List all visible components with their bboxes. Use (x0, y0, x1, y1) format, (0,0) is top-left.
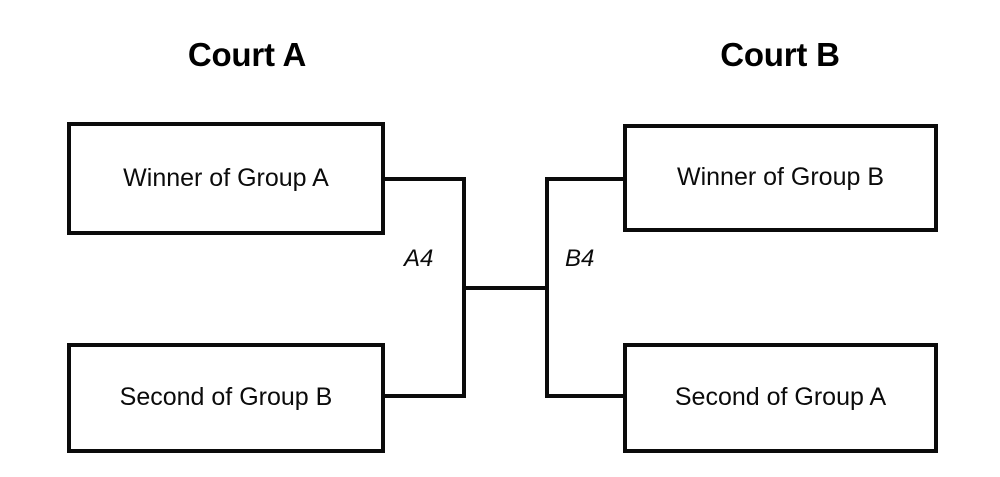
connector-court-a-bottom (385, 394, 466, 398)
court-a-title: Court A (187, 36, 307, 73)
connector-court-b-bottom (545, 394, 625, 398)
box-second-of-group-a-label: Second of Group A (674, 383, 887, 412)
box-winner-of-group-a-label: Winner of Group A (123, 163, 329, 192)
connector-court-b-top (545, 177, 625, 181)
connector-center-bridge (462, 286, 549, 290)
box-winner-of-group-a: Winner of Group A (67, 122, 385, 235)
court-b-title: Court B (720, 36, 840, 73)
connector-court-a-top (385, 177, 466, 181)
box-second-of-group-b: Second of Group B (67, 343, 385, 453)
box-second-of-group-a: Second of Group A (623, 343, 938, 453)
match-label-a4: A4 (404, 245, 434, 272)
box-winner-of-group-b-label: Winner of Group B (676, 163, 885, 192)
match-label-b4: B4 (565, 245, 595, 272)
box-winner-of-group-b: Winner of Group B (623, 124, 938, 232)
box-second-of-group-b-label: Second of Group B (119, 383, 333, 412)
